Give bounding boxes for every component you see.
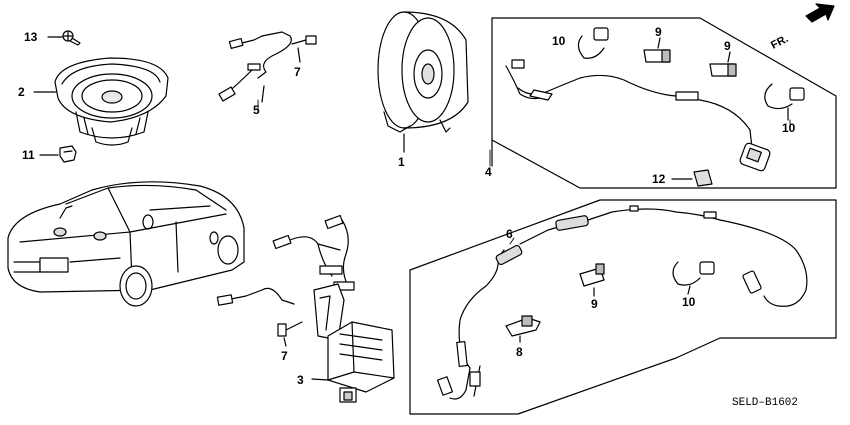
callout-10-b: 10 — [782, 121, 796, 135]
callout-10-c: 10 — [682, 295, 696, 309]
callout-11: 11 — [22, 148, 35, 162]
callout-2: 2 — [18, 85, 25, 99]
callout-5: 5 — [253, 103, 260, 117]
leader-lines — [257, 99, 791, 245]
callout-9-c: 9 — [591, 297, 598, 311]
harness-part-4 — [505, 59, 771, 172]
rear-speaker-part-1 — [377, 11, 469, 153]
front-direction-arrow — [805, 3, 835, 23]
callout-1: 1 — [398, 155, 405, 169]
callout-7-bottom: 7 — [281, 349, 288, 363]
front-direction-label: FR. — [769, 33, 790, 52]
callout-9-b: 9 — [724, 39, 731, 53]
callout-4: 4 — [485, 165, 492, 179]
door-speaker-part-2 — [33, 57, 169, 146]
callout-9-a: 9 — [655, 25, 662, 39]
clip-part-10-a — [577, 27, 609, 59]
clip-part-10-b — [764, 83, 805, 121]
antenna-cable-part-6 — [436, 205, 808, 400]
clip-part-8 — [505, 315, 541, 343]
callout-12: 12 — [652, 172, 666, 186]
sedan-car-outline — [7, 181, 245, 307]
part-6-group-frame — [409, 199, 837, 415]
clip-part-9-a — [643, 37, 671, 63]
callout-13: 13 — [24, 30, 38, 44]
callout-8: 8 — [516, 345, 523, 359]
callout-6: 6 — [506, 227, 513, 241]
callout-3: 3 — [297, 373, 304, 387]
clip-part-9-c — [579, 263, 605, 297]
cable-part-5 — [218, 31, 292, 103]
clip-part-12 — [671, 169, 713, 187]
part-4-group-frame — [491, 17, 837, 189]
bolt-part-7-bottom — [277, 321, 303, 347]
clip-part-11 — [39, 145, 77, 163]
clip-part-9-b — [709, 51, 737, 77]
clip-part-10-c — [672, 261, 715, 295]
callout-10-a: 10 — [552, 34, 566, 48]
diagram-code: SELD–B1602 — [732, 397, 798, 409]
antenna-cables-center — [216, 214, 355, 306]
callouts: 13 2 11 5 7 1 4 10 9 9 10 12 6 9 10 8 7 … — [18, 25, 798, 409]
bolt-part-7-top — [291, 35, 317, 63]
bracket-and-unit-part-3 — [311, 283, 395, 403]
callout-7-top: 7 — [294, 65, 301, 79]
screw-part-13 — [47, 30, 81, 46]
